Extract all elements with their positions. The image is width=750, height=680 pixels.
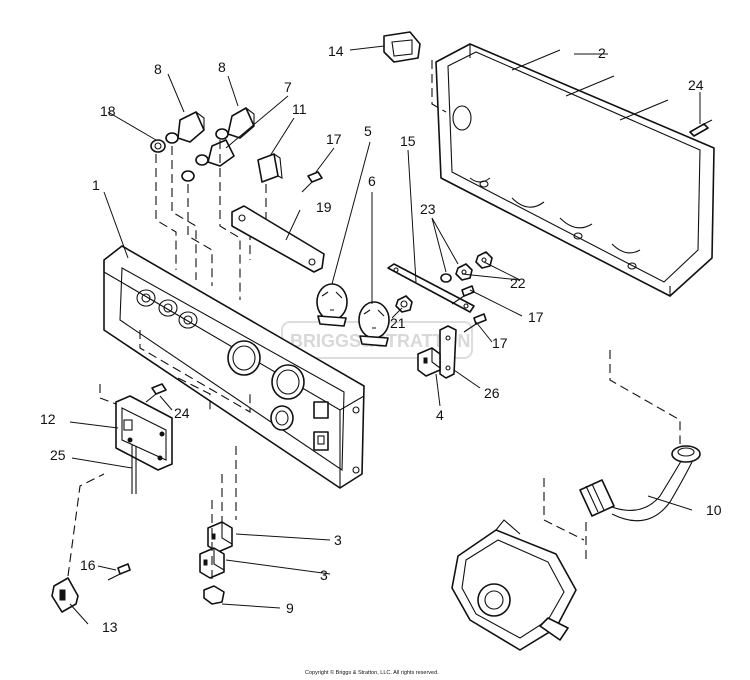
label-22: 22 (510, 275, 526, 291)
label-17-mid: 17 (528, 309, 544, 325)
bracket-26 (439, 325, 457, 379)
breaker-7 (181, 139, 235, 182)
label-18: 18 (100, 103, 116, 119)
label-17-top: 17 (326, 131, 342, 147)
strip-15 (387, 263, 475, 313)
label-24-top: 24 (688, 77, 704, 93)
cable-10 (579, 445, 701, 522)
label-14: 14 (328, 43, 344, 59)
control-box-housing (431, 43, 715, 297)
washers-23 (440, 251, 493, 283)
label-8-right: 8 (218, 59, 226, 75)
label-10: 10 (706, 502, 722, 518)
label-2: 2 (598, 45, 606, 61)
label-3-bottom: 3 (320, 567, 328, 583)
copyright-notice: Copyright © Briggs & Stratton, LLC. All … (305, 669, 439, 676)
wire-25 (131, 444, 137, 494)
label-26: 26 (484, 385, 500, 401)
leader-lines (69, 45, 701, 625)
screw-16 (107, 563, 131, 581)
label-5: 5 (364, 123, 372, 139)
label-1: 1 (92, 177, 100, 193)
receptacle-5 (316, 283, 348, 327)
label-8-left: 8 (154, 61, 162, 77)
part-labels: 1 2 3 3 4 5 6 7 8 8 9 10 11 12 13 14 15 … (40, 43, 722, 635)
block-4 (417, 347, 441, 377)
bracket-19 (231, 205, 325, 273)
label-21: 21 (390, 315, 406, 331)
label-6: 6 (368, 173, 376, 189)
grommet-14 (383, 31, 421, 63)
knob-18 (150, 139, 166, 153)
label-12: 12 (40, 411, 56, 427)
label-15: 15 (400, 133, 416, 149)
cap-9 (203, 585, 225, 605)
plate-12 (115, 395, 173, 471)
label-19: 19 (316, 199, 332, 215)
label-23: 23 (420, 201, 436, 217)
screw-24-top (689, 119, 713, 137)
label-11: 11 (292, 101, 307, 117)
knob-8-left (165, 111, 205, 144)
label-16: 16 (80, 557, 96, 573)
end-housing (451, 519, 577, 651)
label-25: 25 (50, 447, 66, 463)
label-4: 4 (436, 407, 444, 423)
screw-24-left (145, 383, 167, 403)
screw-17-top (301, 171, 323, 193)
switch-13 (51, 577, 79, 613)
block-11 (257, 153, 283, 183)
label-3-top: 3 (334, 532, 342, 548)
screw-17-low (463, 313, 487, 333)
nut-21 (395, 295, 413, 313)
receptacle-6 (358, 301, 390, 347)
label-13: 13 (102, 619, 118, 635)
control-panel (103, 245, 365, 489)
knob-8-right (215, 107, 255, 140)
label-24-left: 24 (174, 405, 190, 421)
label-17-low: 17 (492, 335, 508, 351)
label-7: 7 (284, 79, 292, 95)
label-9: 9 (286, 600, 294, 616)
